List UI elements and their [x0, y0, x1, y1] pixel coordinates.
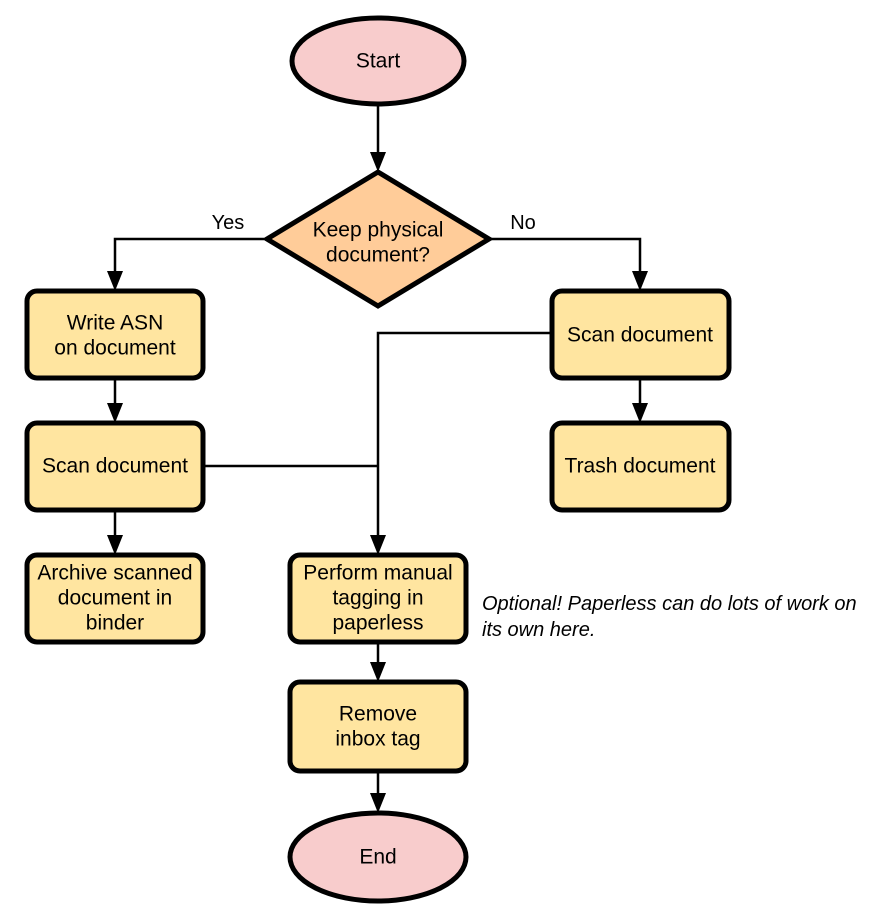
node-trash-document[interactable]: Trash document: [549, 420, 732, 513]
edge-decision-no-to-scan-right: [491, 237, 648, 291]
tagging-label-line-3: paperless: [332, 612, 423, 635]
scan-document-right-label: Scan document: [567, 324, 713, 347]
edge-scan-left-to-archive: [107, 510, 123, 555]
archive-label-line-3: binder: [86, 612, 144, 635]
node-write-asn[interactable]: Write ASN on document: [24, 288, 206, 381]
start-ellipse[interactable]: [289, 15, 467, 107]
node-start[interactable]: Start: [289, 15, 467, 107]
tagging-box[interactable]: [287, 552, 469, 645]
write-asn-box[interactable]: [24, 288, 206, 381]
edge-decision-yes-to-write-asn: [107, 237, 264, 291]
node-remove-inbox-tag[interactable]: Remove inbox tag: [287, 679, 469, 774]
node-perform-manual-tagging[interactable]: Perform manual tagging in paperless: [287, 552, 469, 645]
node-scan-document-left[interactable]: Scan document: [24, 420, 206, 513]
end-label: End: [359, 846, 396, 869]
decision-label-line-1: Keep physical: [313, 219, 444, 242]
remove-inbox-tag-box[interactable]: [287, 679, 469, 774]
write-asn-label-line-1: Write ASN: [67, 312, 163, 335]
annotation-optional-note-line-2: its own here.: [482, 619, 595, 641]
edge-scan-right-to-tagging: [370, 331, 552, 555]
edge-label-no: No: [510, 212, 536, 234]
decision-diamond[interactable]: [262, 169, 494, 309]
edge-tagging-to-remove-inbox: [370, 642, 386, 682]
write-asn-label-line-2: on document: [54, 337, 176, 360]
node-scan-document-right[interactable]: Scan document: [549, 288, 732, 381]
edge-write-asn-to-scan-left: [107, 378, 123, 423]
scan-document-left-box[interactable]: [24, 420, 206, 513]
edge-scan-right-to-trash: [632, 378, 648, 423]
archive-box[interactable]: [24, 552, 206, 645]
annotation-optional-note: Optional! Paperless can do lots of work …: [482, 593, 857, 641]
annotation-optional-note-line-1: Optional! Paperless can do lots of work …: [482, 593, 857, 615]
scan-document-right-box[interactable]: [549, 288, 732, 381]
node-end[interactable]: End: [287, 810, 469, 904]
remove-inbox-tag-label-line-2: inbox tag: [335, 728, 420, 751]
archive-label-line-1: Archive scanned: [37, 562, 192, 585]
trash-document-box[interactable]: [549, 420, 732, 513]
tagging-label-line-2: tagging in: [332, 587, 423, 610]
edge-remove-inbox-to-end: [370, 771, 386, 813]
start-label: Start: [356, 50, 401, 73]
edge-start-to-decision: [370, 105, 386, 172]
node-decision-keep-physical-document[interactable]: Keep physical document?: [262, 169, 494, 309]
end-ellipse[interactable]: [287, 810, 469, 904]
edge-label-yes: Yes: [212, 212, 245, 234]
node-archive-scanned-document[interactable]: Archive scanned document in binder: [24, 552, 206, 645]
archive-label-line-2: document in: [58, 587, 172, 610]
decision-label-line-2: document?: [326, 244, 430, 267]
remove-inbox-tag-label-line-1: Remove: [339, 703, 417, 726]
trash-document-label: Trash document: [565, 455, 716, 478]
scan-document-left-label: Scan document: [42, 455, 188, 478]
tagging-label-line-1: Perform manual: [303, 562, 452, 585]
